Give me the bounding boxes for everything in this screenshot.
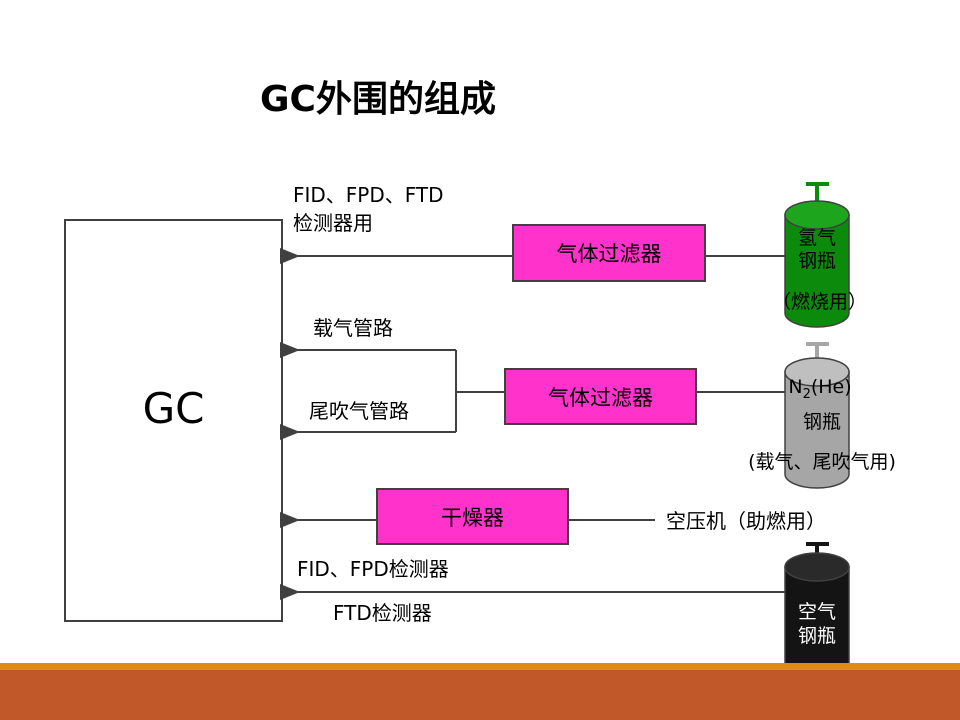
- nitrogen-label-line2: 钢瓶: [802, 411, 841, 433]
- gas-filter-2: 气体过滤器: [504, 368, 697, 425]
- hydrogen-cylinder: [784, 182, 850, 328]
- footer-bar: [0, 670, 960, 720]
- fid-fpd-detector-label: FID、FPD检测器: [297, 557, 449, 581]
- footer-accent-bar: [0, 663, 960, 670]
- detector-label-line2: 检测器用: [293, 211, 373, 235]
- carrier-gas-line-label: 载气管路: [313, 316, 393, 340]
- tail-gas-line-label: 尾吹气管路: [309, 399, 409, 423]
- nitrogen-cylinder: [784, 342, 850, 489]
- nitrogen-formula-n: N: [788, 376, 803, 398]
- nitrogen-formula-sub: 2: [802, 386, 811, 402]
- hydrogen-label-line3: （燃烧用）: [772, 291, 868, 313]
- air-label-line1: 空气: [797, 601, 836, 623]
- hydrogen-label-line2: 钢瓶: [797, 250, 836, 272]
- nitrogen-label-line3: (载气、尾吹气用): [748, 451, 896, 473]
- ftd-detector-label: FTD检测器: [333, 601, 432, 625]
- dryer-box: 干燥器: [376, 488, 569, 545]
- gas-filter-1: 气体过滤器: [512, 224, 706, 282]
- detector-label-line1: FID、FPD、FTD: [293, 183, 444, 207]
- gc-box: GC: [64, 219, 283, 622]
- air-label-line2: 钢瓶: [797, 625, 836, 647]
- nitrogen-formula: N2(He): [780, 375, 860, 407]
- nitrogen-formula-rest: (He): [810, 376, 852, 398]
- compressor-label: 空压机（助燃用）: [666, 509, 826, 533]
- hydrogen-label-line1: 氢气: [797, 227, 836, 249]
- gc-label: GC: [142, 384, 205, 433]
- page-title: GC外围的组成: [260, 79, 496, 120]
